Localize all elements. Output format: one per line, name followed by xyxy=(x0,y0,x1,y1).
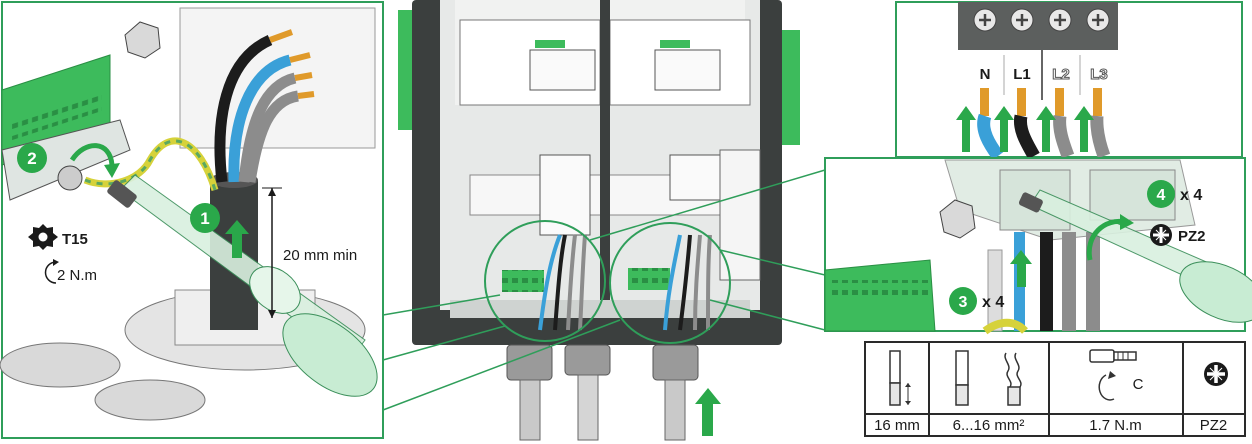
step-3-badge: 3 xyxy=(949,287,977,315)
terminal-label-l2: L2 xyxy=(1052,66,1070,83)
zoom-circle-right xyxy=(609,222,731,344)
svg-text:3: 3 xyxy=(959,294,968,311)
torque-value: 1.7 N.m xyxy=(1089,417,1142,434)
pozidriv-pz2-icon xyxy=(1150,224,1172,246)
wire-types-icon xyxy=(955,350,1022,406)
svg-text:1: 1 xyxy=(200,209,209,228)
svg-text:4: 4 xyxy=(1157,187,1166,204)
step-2-badge: 2 xyxy=(17,143,47,173)
cable-glands xyxy=(506,344,699,441)
min-length-label: 20 mm min xyxy=(283,247,357,264)
torque-label: 2 N.m xyxy=(57,267,97,284)
torx-label: T15 xyxy=(62,231,88,248)
zoom-leader-lines xyxy=(382,169,826,411)
terminal-order-panel xyxy=(895,1,1243,160)
cross-section-value: 6...16 mm² xyxy=(952,417,1025,434)
enclosure-view xyxy=(398,0,800,345)
step-1-badge: 1 xyxy=(190,203,220,233)
zoom-circle-left xyxy=(484,220,606,342)
strip-length-value: 16 mm xyxy=(874,417,920,434)
spec-table: C 16 mm 6...16 mm² 1.7 N.m PZ2 xyxy=(864,341,1246,437)
insert-arrow-icon xyxy=(695,388,721,436)
pozidriv-icon xyxy=(1204,362,1228,386)
torx-t15-icon xyxy=(28,224,58,250)
enclosure-wires xyxy=(538,234,712,331)
bit-value: PZ2 xyxy=(1199,417,1228,434)
strip-length-icon xyxy=(889,350,911,406)
terminal-label-l1: L1 xyxy=(1013,66,1031,83)
screw-terminal-panel xyxy=(824,157,1252,335)
svg-text:2: 2 xyxy=(27,149,36,168)
terminal-label-n: N xyxy=(980,66,991,83)
step-4-badge: 4 xyxy=(1147,180,1175,208)
torque-rotation-icon xyxy=(44,259,59,284)
rotation-direction-label: C xyxy=(1132,376,1144,393)
screw-torque-icon xyxy=(1089,349,1137,401)
step-4-quantity: x 4 xyxy=(1180,187,1202,204)
terminal-label-l3: L3 xyxy=(1090,66,1108,83)
bit-label: PZ2 xyxy=(1178,228,1206,245)
step-3-quantity: x 4 xyxy=(982,294,1004,311)
